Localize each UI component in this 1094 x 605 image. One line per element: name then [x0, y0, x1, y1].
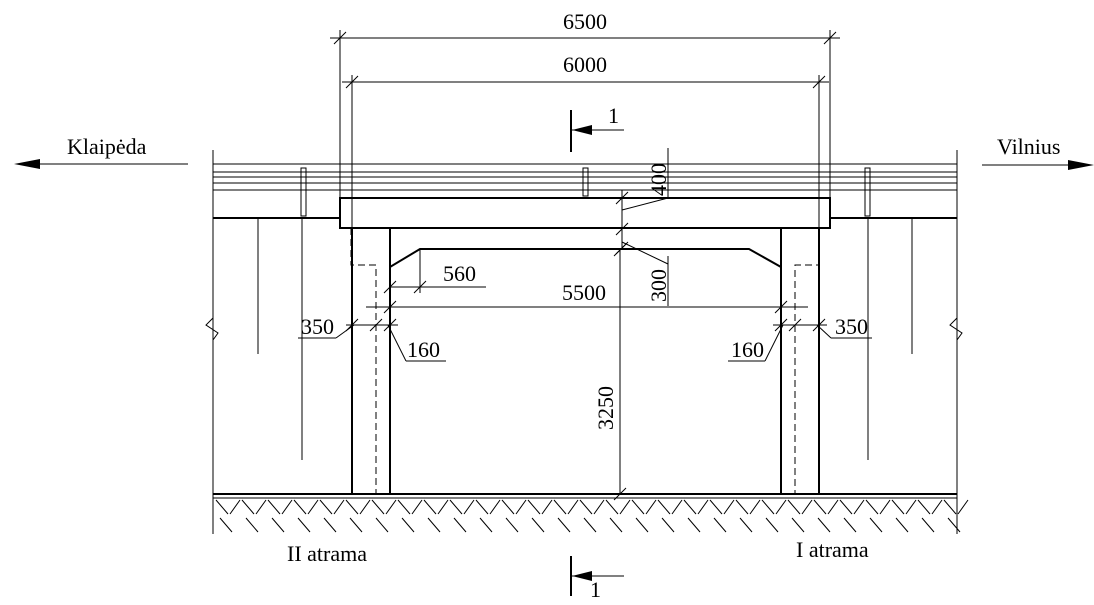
railing-posts	[300, 167, 871, 217]
dim-350-right-label: 350	[835, 314, 868, 339]
break-symbols	[205, 317, 963, 341]
direction-left-label: Klaipėda	[67, 134, 147, 159]
dim-6000-label: 6000	[563, 52, 607, 77]
dim-160-right-label: 160	[731, 337, 764, 362]
direction-left-arrow	[14, 159, 188, 169]
abutment-lines	[257, 218, 913, 460]
dim-400	[615, 148, 669, 250]
dim-160-left-label: 160	[407, 337, 440, 362]
ground	[213, 493, 969, 533]
support-left-label: II atrama	[287, 541, 367, 566]
main-beam	[339, 197, 831, 229]
dim-300-label: 300	[646, 269, 671, 302]
dim-3250	[613, 243, 627, 501]
section-mark-top	[570, 110, 624, 152]
support-right-label: I atrama	[796, 537, 869, 562]
hidden-lines	[350, 228, 820, 494]
pier-right	[780, 228, 820, 494]
dim-400-label: 400	[646, 163, 671, 196]
direction-right-label: Vilnius	[997, 134, 1060, 159]
direction-right-arrow	[982, 160, 1094, 170]
dim-left-offsets	[298, 318, 446, 362]
dim-6500-label: 6500	[563, 9, 607, 34]
road-deck	[212, 150, 958, 534]
section-mark-bottom	[570, 556, 624, 596]
dim-3250-label: 3250	[593, 386, 618, 430]
section-label-top: 1	[608, 103, 619, 128]
dim-5500-label: 5500	[562, 280, 606, 305]
pier-left	[351, 228, 391, 494]
dim-6500	[330, 30, 840, 198]
section-label-bottom: 1	[590, 577, 601, 602]
dim-6000	[342, 75, 829, 228]
dim-560	[383, 249, 486, 294]
dim-350-left-label: 350	[301, 314, 334, 339]
dim-right-offsets	[728, 318, 872, 362]
dim-560-label: 560	[443, 261, 476, 286]
dim-5500	[366, 300, 808, 314]
